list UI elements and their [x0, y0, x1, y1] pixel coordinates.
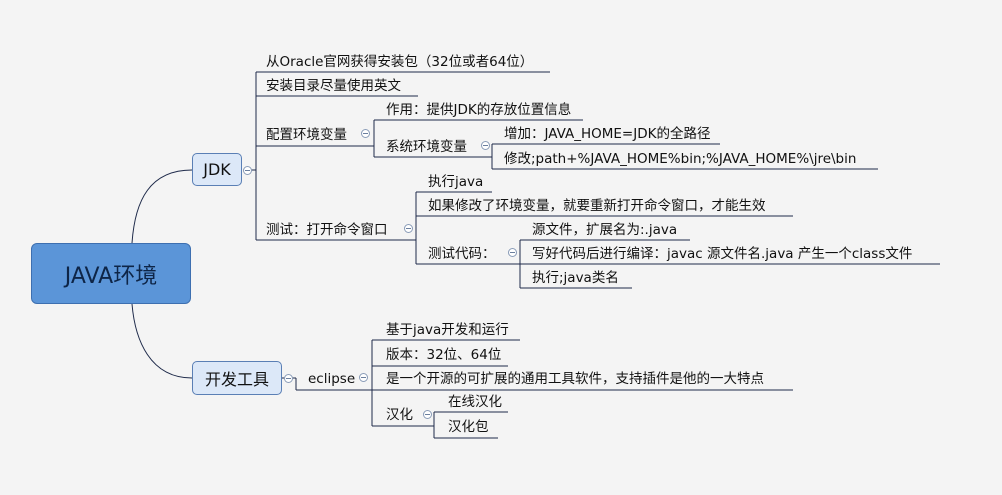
- node-source-file[interactable]: 源文件，扩展名为:.java: [532, 222, 678, 238]
- node-compile[interactable]: 写好代码后进行编译：javac 源文件名.java 产生一个class文件: [532, 246, 913, 262]
- topic-jdk[interactable]: JDK: [192, 153, 242, 186]
- node-hanhua-online[interactable]: 在线汉化: [448, 394, 502, 410]
- node-env-purpose[interactable]: 作用：提供JDK的存放位置信息: [386, 102, 572, 118]
- collapse-icon[interactable]: [284, 374, 293, 383]
- collapse-icon[interactable]: [361, 129, 370, 138]
- collapse-icon[interactable]: [508, 248, 517, 257]
- topic-dev-tools[interactable]: 开发工具: [192, 361, 282, 395]
- node-run[interactable]: 执行;java类名: [532, 270, 619, 286]
- node-eclipse-based[interactable]: 基于java开发和运行: [386, 322, 509, 338]
- node-sys-env[interactable]: 系统环境变量: [386, 139, 467, 155]
- collapse-icon[interactable]: [404, 224, 413, 233]
- node-eclipse-desc[interactable]: 是一个开源的可扩展的通用工具软件，支持插件是他的一大特点: [386, 371, 764, 387]
- node-env-add[interactable]: 增加：JAVA_HOME=JDK的全路径: [504, 126, 711, 142]
- node-download[interactable]: 从Oracle官网获得安装包（32位或者64位）: [266, 54, 534, 70]
- collapse-icon[interactable]: [481, 141, 490, 150]
- collapse-icon[interactable]: [423, 410, 432, 419]
- node-test-code[interactable]: 测试代码：: [428, 246, 496, 262]
- node-hanhua-pack[interactable]: 汉化包: [448, 419, 489, 435]
- collapse-icon[interactable]: [243, 166, 252, 175]
- node-install-dir[interactable]: 安装目录尽量使用英文: [266, 78, 401, 94]
- node-test[interactable]: 测试：打开命令窗口: [266, 222, 388, 238]
- node-env-modify[interactable]: 修改;path+%JAVA_HOME%bin;%JAVA_HOME%\jre\b…: [504, 151, 857, 167]
- node-eclipse-version[interactable]: 版本：32位、64位: [386, 347, 502, 363]
- node-reopen-window[interactable]: 如果修改了环境变量，就要重新打开命令窗口，才能生效: [428, 198, 766, 214]
- node-eclipse[interactable]: eclipse: [308, 371, 356, 387]
- node-exec-java[interactable]: 执行java: [428, 174, 484, 190]
- node-hanhua[interactable]: 汉化: [386, 407, 413, 423]
- node-env-vars[interactable]: 配置环境变量: [266, 127, 347, 143]
- root-topic[interactable]: JAVA环境: [31, 243, 191, 304]
- collapse-icon[interactable]: [359, 373, 368, 382]
